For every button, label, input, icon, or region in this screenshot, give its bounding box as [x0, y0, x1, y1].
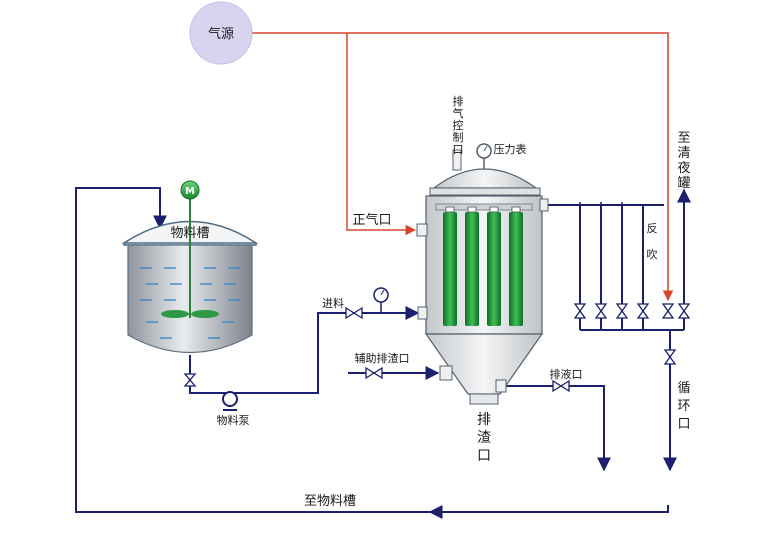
- pressure-gauge-label: 压力表: [494, 142, 527, 156]
- vent-port-char: 口: [453, 143, 464, 156]
- slag-port-char: 渣: [477, 430, 491, 446]
- agitator-blade-left: [161, 310, 189, 318]
- feed-nozzle: [417, 306, 428, 320]
- filter-vessel: [416, 143, 549, 405]
- material-tank-label: 物料槽: [170, 226, 209, 241]
- circulation-label: 循 环 口: [677, 381, 690, 432]
- drain-valve: [552, 379, 570, 393]
- manifold-valves: [573, 303, 691, 365]
- backflush-valve: [661, 303, 675, 319]
- vent-port-label: 排 气 控 制 口: [453, 94, 464, 156]
- gas-lines: [250, 32, 674, 302]
- motor-label: M: [185, 186, 195, 197]
- filter-element-3: [487, 212, 501, 326]
- filter-element-4: [509, 212, 523, 326]
- manifold-valve: [594, 303, 608, 319]
- motor: [180, 180, 200, 200]
- circulation-char: 环: [677, 399, 690, 414]
- manifold-valve: [615, 303, 629, 319]
- vent-port-char: 制: [453, 131, 464, 144]
- feed-label: 进料: [322, 296, 344, 310]
- to-material-tank-label: 至物料槽: [304, 494, 356, 509]
- vessel-flange-top: [429, 187, 541, 196]
- tank-liquid: [140, 267, 240, 339]
- filter-element-2: [465, 212, 479, 326]
- gas-source-label: 气源: [208, 26, 234, 42]
- gas-positive-line: [346, 33, 417, 236]
- to-clear-tank-char: 至: [677, 131, 690, 146]
- vent-nozzle: [452, 149, 462, 171]
- to-clear-tank-char: 清: [677, 146, 690, 161]
- gas-main-line: [250, 32, 674, 302]
- slag-port-char: 口: [477, 448, 491, 464]
- aux-slag-label: 辅助排渣口: [355, 351, 410, 365]
- to-clear-tank-label: 至 清 夜 罐: [677, 131, 690, 191]
- manifold-valve: [636, 303, 650, 319]
- aux-slag-valve: [365, 366, 383, 380]
- aux-slag-nozzle: [439, 365, 453, 381]
- vent-port-char: 排: [453, 94, 464, 108]
- slag-port-char: 排: [477, 412, 491, 428]
- pump-icon: [222, 391, 238, 407]
- gas-source-circle: [189, 1, 253, 65]
- to-clear-tank-char: 夜: [677, 161, 690, 176]
- circulation-char: 口: [677, 417, 690, 432]
- circulation-valve: [663, 349, 677, 365]
- clear-tank-valve: [677, 303, 691, 319]
- vessel-dome: [432, 168, 538, 189]
- to-clear-tank-char: 罐: [677, 176, 690, 191]
- positive-gas-label: 正气口: [352, 212, 391, 228]
- backflush-char: 反: [647, 222, 658, 235]
- material-pump: 物料泵: [217, 391, 250, 427]
- drain-port-label: 排液口: [550, 367, 583, 381]
- material-tank: M 物料槽: [121, 180, 259, 387]
- gas-source: 气源: [189, 1, 253, 65]
- slag-port-label: 排 渣 口: [477, 412, 491, 464]
- positive-gas-nozzle: [416, 223, 428, 237]
- filter-element-1: [443, 212, 457, 326]
- backflush-char: 吹: [647, 248, 658, 261]
- manifold-valve: [573, 303, 587, 319]
- agitator-blade-right: [191, 310, 219, 318]
- vent-port-char: 气: [453, 106, 464, 120]
- tank-outlet-valve: [183, 373, 197, 387]
- slag-outlet: [469, 393, 499, 405]
- vessel-cone: [424, 333, 544, 395]
- material-pump-label: 物料泵: [217, 413, 250, 427]
- return-to-tank-pipe: [75, 187, 669, 513]
- drain-pipe: [505, 385, 611, 472]
- feed-valve: [345, 306, 363, 320]
- vent-port-char: 控: [453, 118, 464, 132]
- drain-nozzle: [495, 379, 507, 393]
- circulation-char: 循: [677, 381, 690, 396]
- outlet-nozzle: [539, 198, 549, 212]
